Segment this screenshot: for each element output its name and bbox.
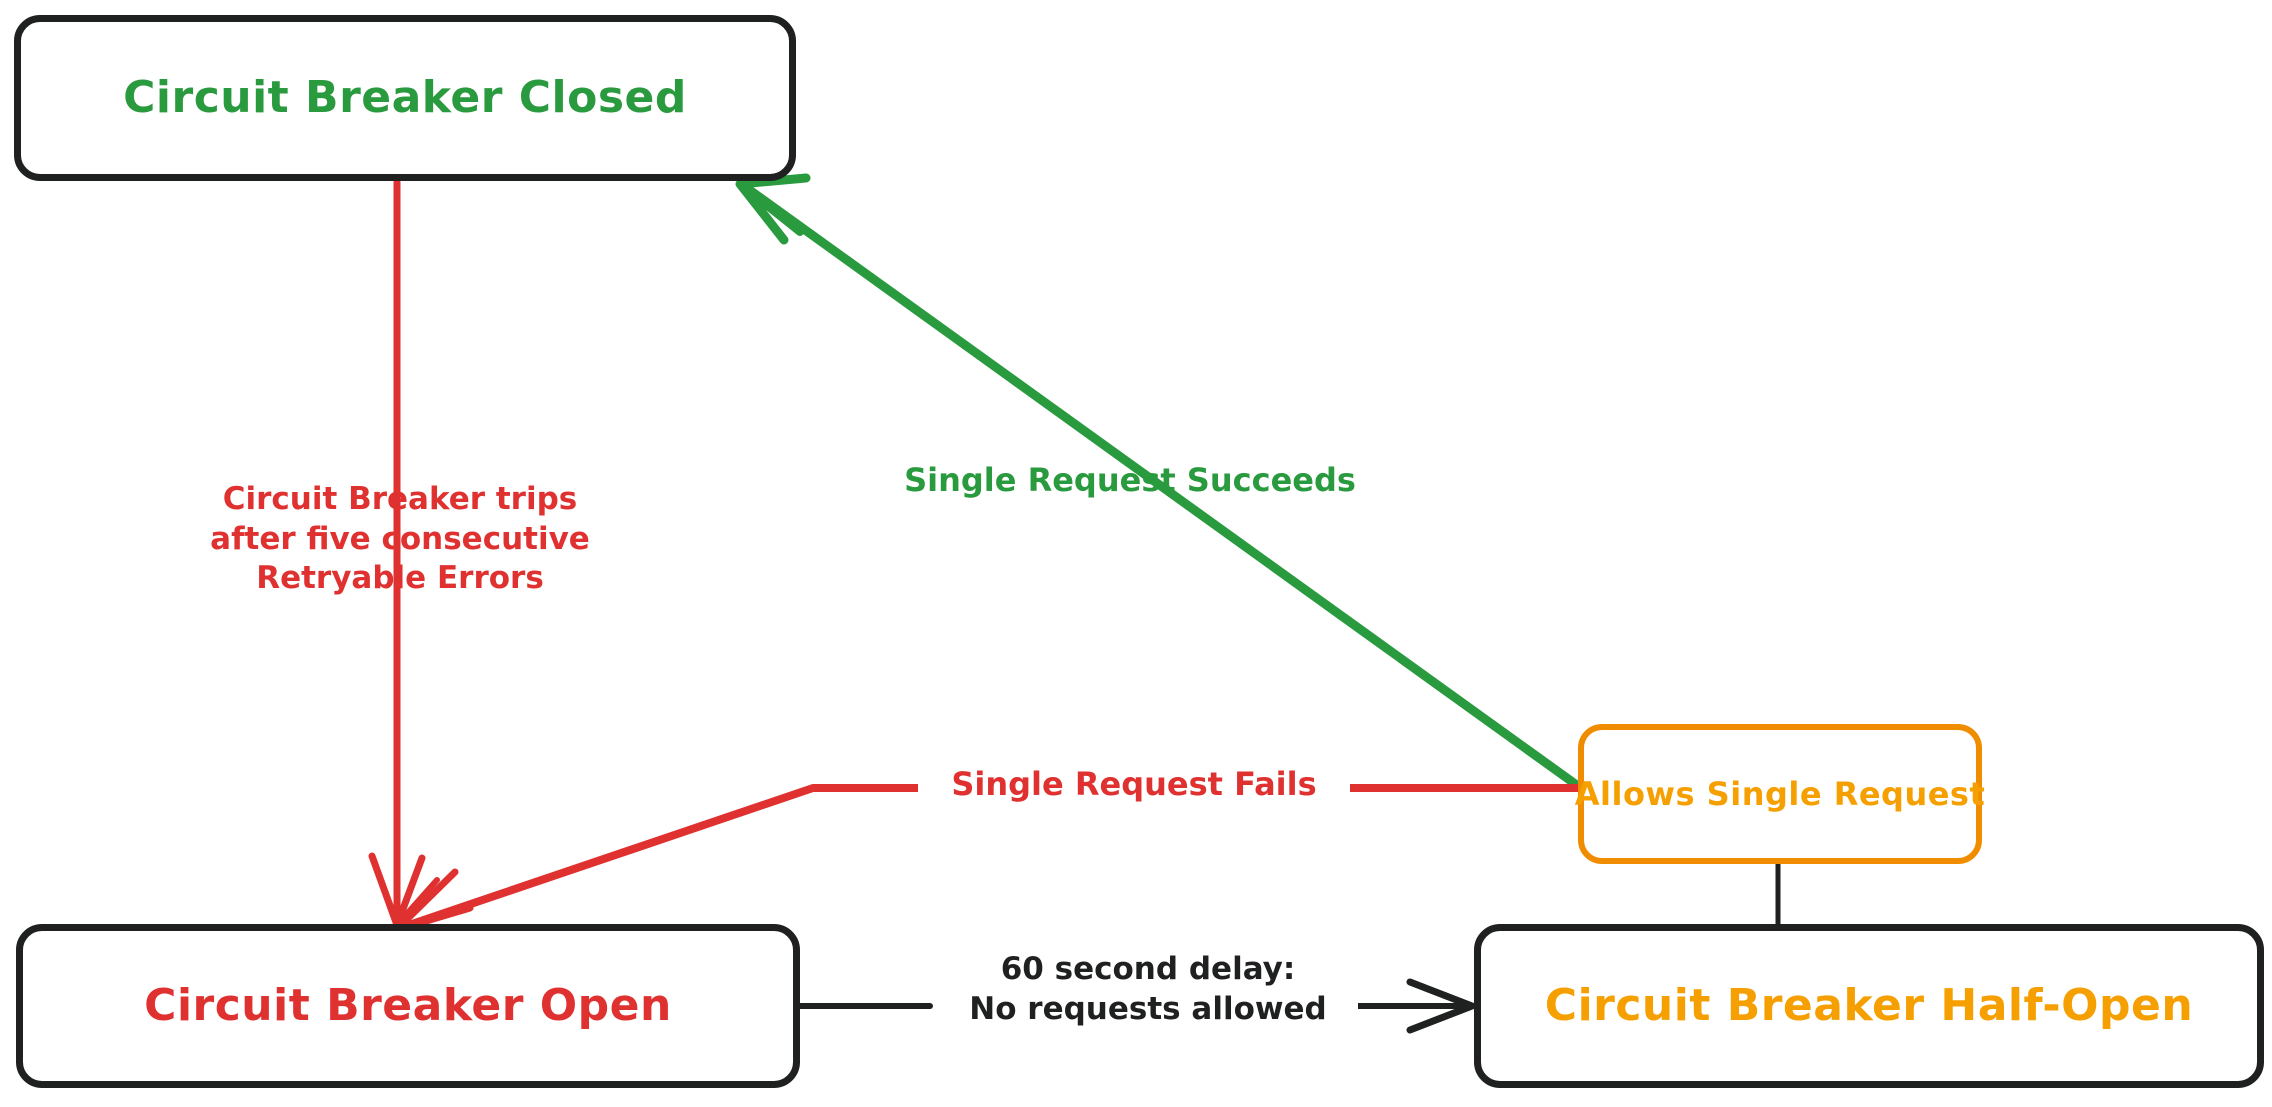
node-label-half-open: Circuit Breaker Half-Open (1544, 979, 2194, 1031)
edge-allows-to-open (392, 784, 1582, 934)
edge-label-single-request-fails: Single Request Fails (918, 762, 1350, 807)
edge-label-circuit-breaker-trips: Circuit Breaker trips after five consecu… (210, 481, 590, 597)
edge-label-60-second-delay: 60 second delay: No requests allowed (938, 950, 1358, 1030)
edge-label-single-request-succeeds: Single Request Succeeds (904, 461, 1356, 499)
node-label-open: Circuit Breaker Open (144, 979, 672, 1031)
edge-open-to-halfopen (797, 978, 1476, 1034)
node-circuit-breaker-open[interactable]: Circuit Breaker Open (16, 924, 800, 1088)
edge-allows-to-closed (735, 173, 1583, 791)
node-label-allows: Allows Single Request (1574, 774, 1986, 813)
node-allows-single-request[interactable]: Allows Single Request (1575, 724, 1985, 864)
node-circuit-breaker-closed[interactable]: Circuit Breaker Closed (14, 15, 796, 181)
node-label-closed: Circuit Breaker Closed (123, 71, 687, 123)
node-circuit-breaker-half-open[interactable]: Circuit Breaker Half-Open (1474, 924, 2264, 1088)
